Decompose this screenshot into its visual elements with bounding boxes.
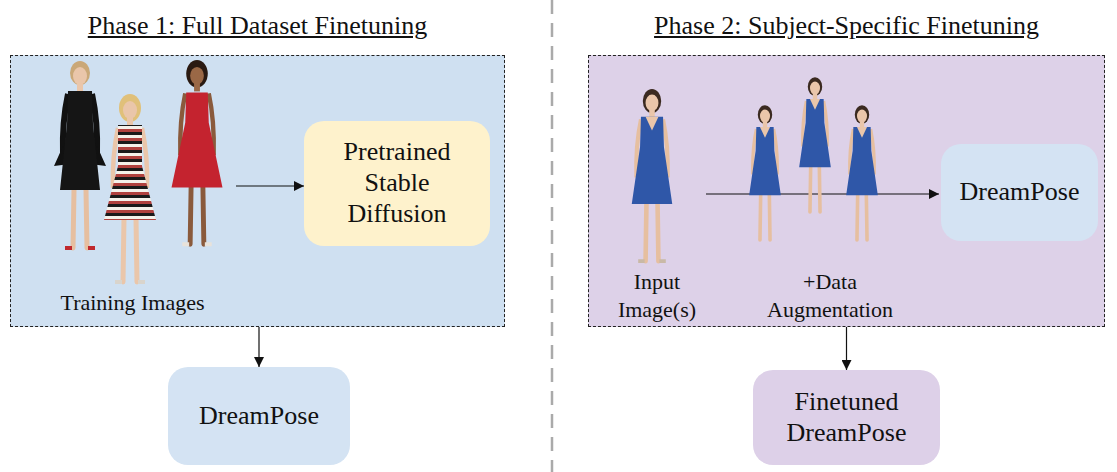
dress xyxy=(60,91,100,190)
arms xyxy=(636,119,668,177)
dress xyxy=(799,99,831,167)
shoes xyxy=(65,246,95,250)
shoes xyxy=(182,242,211,246)
model-box: DreamPose xyxy=(941,144,1098,241)
face xyxy=(857,110,867,123)
hair xyxy=(70,61,90,85)
legs xyxy=(760,194,770,240)
arms xyxy=(803,101,828,146)
box-label: Pretrained Stable Diffusion xyxy=(316,137,478,229)
hair xyxy=(855,105,869,124)
arms xyxy=(753,129,778,174)
image-label: Input Image(s) xyxy=(618,269,696,322)
input-arrow xyxy=(706,193,939,194)
dress xyxy=(172,92,223,187)
shoes xyxy=(638,259,666,263)
model-figure xyxy=(632,89,672,263)
legs xyxy=(857,194,867,240)
arms xyxy=(850,129,875,174)
dress xyxy=(749,127,781,195)
phase-divider xyxy=(551,0,554,472)
model-figure xyxy=(54,61,106,250)
image-label: Training Images xyxy=(60,290,204,315)
neck xyxy=(127,117,133,126)
neck xyxy=(860,121,864,127)
sleeves xyxy=(63,94,97,154)
model-box: Finetuned DreamPose xyxy=(753,370,940,465)
augmented-figure xyxy=(799,77,831,212)
box-label: DreamPose xyxy=(960,177,1080,208)
hair xyxy=(643,89,661,113)
face xyxy=(73,67,87,85)
phase-region: Phase 1: Full Dataset FinetuningPretrain… xyxy=(10,55,505,327)
dress xyxy=(632,117,672,204)
image-label: +Data Augmentation xyxy=(767,269,893,322)
phase-heading: Phase 2: Subject-Specific Finetuning xyxy=(589,10,1104,41)
dress xyxy=(846,127,878,195)
face xyxy=(810,82,820,95)
model-figure xyxy=(104,94,156,284)
flow-arrow xyxy=(258,327,259,367)
arms xyxy=(180,93,214,155)
face xyxy=(646,95,659,112)
model-figure xyxy=(172,60,223,246)
hair xyxy=(119,94,141,122)
face xyxy=(190,67,204,85)
input-arrow xyxy=(236,185,304,186)
bell-sleeves xyxy=(54,146,106,166)
label-holder: Training Images xyxy=(40,289,225,317)
shoes xyxy=(115,280,145,284)
neck xyxy=(763,121,767,127)
neck xyxy=(813,93,817,99)
model-box: DreamPose xyxy=(168,367,350,465)
phase-heading: Phase 1: Full Dataset Finetuning xyxy=(11,10,504,41)
neck xyxy=(77,83,83,92)
face xyxy=(760,110,770,123)
flow-arrow xyxy=(846,327,847,370)
v-neck xyxy=(760,127,770,138)
neck xyxy=(649,109,655,117)
v-neck xyxy=(857,127,867,138)
legs xyxy=(190,185,204,244)
label-holder: Input Image(s) xyxy=(602,268,712,323)
arms xyxy=(113,128,147,188)
face xyxy=(123,101,137,119)
box-label: DreamPose xyxy=(199,401,319,432)
legs xyxy=(73,190,87,248)
hair xyxy=(186,60,208,87)
process-box: Pretrained Stable Diffusion xyxy=(304,121,490,246)
augmented-figure xyxy=(846,105,878,240)
augmented-figure xyxy=(749,105,781,240)
legs xyxy=(810,166,820,212)
dress xyxy=(104,125,156,220)
hair xyxy=(758,105,772,124)
box-label: Finetuned DreamPose xyxy=(765,387,928,448)
v-neck xyxy=(646,117,659,131)
legs xyxy=(646,202,659,261)
label-holder: +Data Augmentation xyxy=(755,268,905,323)
v-neck xyxy=(810,99,820,110)
neck xyxy=(194,83,200,92)
legs xyxy=(123,218,137,282)
hair xyxy=(808,77,822,96)
